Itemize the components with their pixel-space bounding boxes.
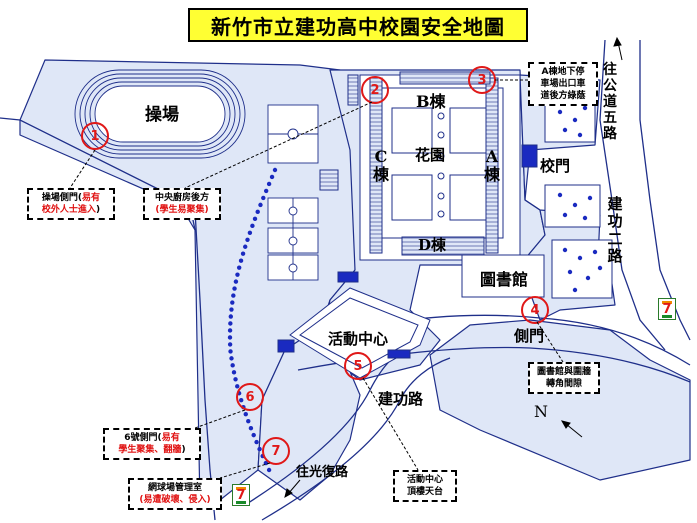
tree-dot [229,307,234,312]
tree-dot [562,212,568,218]
tree-dot [557,192,563,198]
tree-dot [246,418,251,424]
label-side-gate: 側門 [514,327,545,345]
tree-dot [572,287,578,293]
tree-dot [257,446,262,452]
tree-dot [572,117,578,123]
callout-5: 活動中心 頂樓天台 [393,470,457,503]
label-garden: 花園 [415,146,446,164]
road-jiangong-2-west [599,39,666,351]
tree-dot [597,265,603,271]
marker-6: 6 [236,383,264,411]
tree-dot [585,275,591,281]
tree-dot [562,247,568,253]
tree-dot [231,293,236,298]
activity-center-building [277,271,431,379]
callout-1: 操場側門(易有 校外人士進入) [27,188,115,221]
tree-dot [263,188,269,194]
tree-dot [232,286,237,291]
tree-dot [251,432,256,438]
tree-dot [248,425,254,431]
tree-dot [254,439,259,445]
tree-dot [228,314,234,319]
tree-dot [582,215,588,221]
tree-dot [261,195,266,201]
tree-dot [269,174,275,180]
label-activity-center: 活動中心 [328,330,389,348]
marker-1: 1 [81,122,109,150]
label-building-c: C棟 [372,147,389,185]
tree-dot [266,467,272,473]
tree-dot [227,328,233,333]
marker-4: 4 [521,296,549,324]
convenience-store-icon: 7 [658,298,676,320]
road-jiangong-2-east [639,40,691,341]
label-playground: 操場 [145,105,179,125]
tree-dot [231,370,237,375]
tree-dot [230,363,235,368]
tree-dot [240,251,246,256]
label-road-jiangong-2: 建功二路 [607,195,623,265]
tree-dot [228,321,233,326]
tree-dot [228,349,233,354]
label-building-d: D棟 [418,236,447,254]
callout-7: 網球場管理室 (易遭破壞、侵入) [128,478,222,511]
label-main-gate: 校門 [540,157,571,175]
label-road-jiangong: 建功路 [378,390,424,408]
tree-dot [238,258,244,263]
main-buildings [319,71,538,261]
label-library: 圖書館 [480,270,529,289]
label-building-a: A棟 [483,147,500,185]
callout-4: 圖書館與圍牆 轉角間隙 [528,362,600,395]
callout-6: 6號側門(易有 學生聚集、翻牆) [103,428,201,461]
tree-dot [243,244,248,249]
tree-dot [272,167,278,173]
callout-2: 中央廚房後方 (學生易聚集) [143,188,221,221]
tree-dot [562,127,568,133]
tree-dot [247,230,253,235]
tree-dot [577,255,583,261]
tree-dot [557,109,563,115]
north-label: N [534,402,548,421]
tree-dot [227,342,233,347]
label-road-gongdao-5: 往公道五路 [603,62,617,143]
tree-dot [258,202,263,208]
tree-dot [243,411,248,417]
tree-dot [582,105,588,111]
tree-dot [230,300,235,305]
south-east-ground [429,319,691,481]
tree-dot [233,377,238,382]
map-title: 新竹市立建功高中校園安全地圖 [188,8,528,42]
tree-dot [592,249,598,255]
label-building-b: B棟 [416,92,446,111]
marker-3: 3 [468,66,496,94]
tree-dot [229,356,234,361]
convenience-store-icon: 7 [232,484,250,506]
library-building [461,254,545,298]
tree-dot [227,335,233,340]
marker-7: 7 [262,437,290,465]
tree-dot [252,216,258,222]
tree-dot [233,279,239,284]
tree-dot [587,195,593,201]
tree-dot [236,265,242,270]
tree-dot [572,202,578,208]
tree-dot [250,223,255,229]
tree-dot [255,209,260,215]
tree-dot [567,269,573,275]
tree-dot [577,132,583,138]
marker-5: 5 [344,352,372,380]
callout-3: A棟地下停 車場出口車 道後方綠蔭 [528,62,598,107]
label-road-guangfu: 往光復路 [296,465,349,480]
tree-dot [235,272,240,277]
tree-dot [245,237,250,242]
marker-2: 2 [361,76,389,104]
tree-dot [266,181,272,187]
